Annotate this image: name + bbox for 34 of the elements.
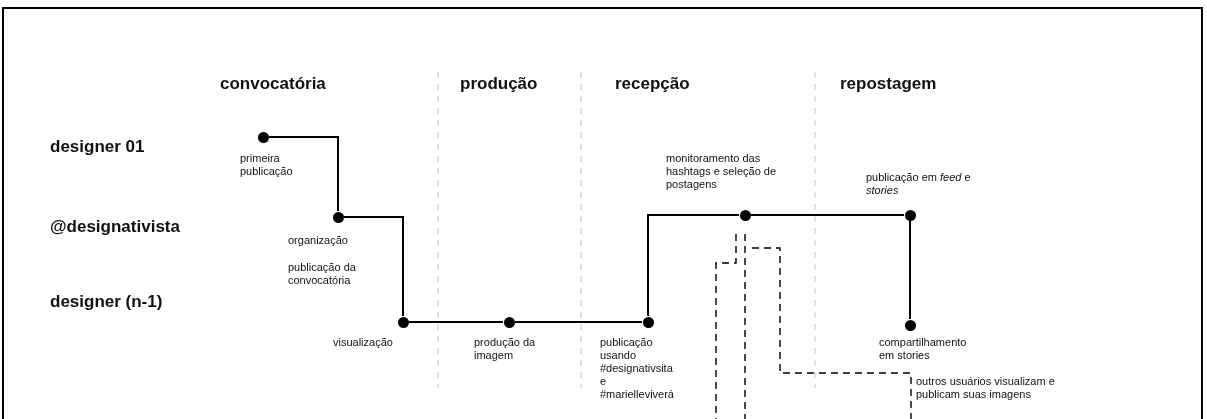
step-caption: compartilhamento em stories	[879, 336, 968, 362]
lane-label: designer (n-1)	[50, 292, 163, 312]
timeline-dot	[904, 209, 916, 221]
step-caption: publicação em feed e stories	[866, 171, 972, 197]
timeline-line	[408, 321, 504, 323]
dashed-connector	[744, 233, 746, 419]
step-caption: monitoramento das hashtags e seleção de postagens	[666, 152, 778, 191]
timeline-line	[514, 321, 643, 323]
timeline-line	[647, 214, 740, 317]
timeline-dot	[739, 209, 751, 221]
timeline-line	[343, 216, 404, 317]
phase-heading: repostagem	[840, 74, 937, 94]
step-caption: publicação da convocatória	[288, 261, 357, 287]
step-caption: produção da imagem	[474, 336, 537, 362]
step-caption: primeira publicação	[240, 152, 294, 178]
step-caption: organização	[288, 234, 349, 247]
timeline-dot	[397, 316, 409, 328]
phase-heading: recepção	[615, 74, 690, 94]
timeline-dot	[503, 316, 515, 328]
timeline-dot	[332, 211, 344, 223]
timeline-dot	[904, 319, 916, 331]
lane-label: @designativista	[50, 217, 180, 237]
step-caption: publicação usando #designativsita e #marielleviverá	[600, 336, 672, 401]
timeline-line	[268, 136, 339, 212]
timeline-line	[909, 220, 911, 320]
dashed-connector	[715, 233, 737, 419]
step-caption: visualização	[333, 336, 394, 349]
phase-heading: produção	[460, 74, 538, 94]
dashed-connector	[751, 247, 912, 419]
phase-heading: convocatória	[220, 74, 326, 94]
timeline-dot	[642, 316, 654, 328]
timeline-line	[750, 214, 905, 216]
lane-label: designer 01	[50, 137, 145, 157]
timeline-dot	[257, 131, 269, 143]
